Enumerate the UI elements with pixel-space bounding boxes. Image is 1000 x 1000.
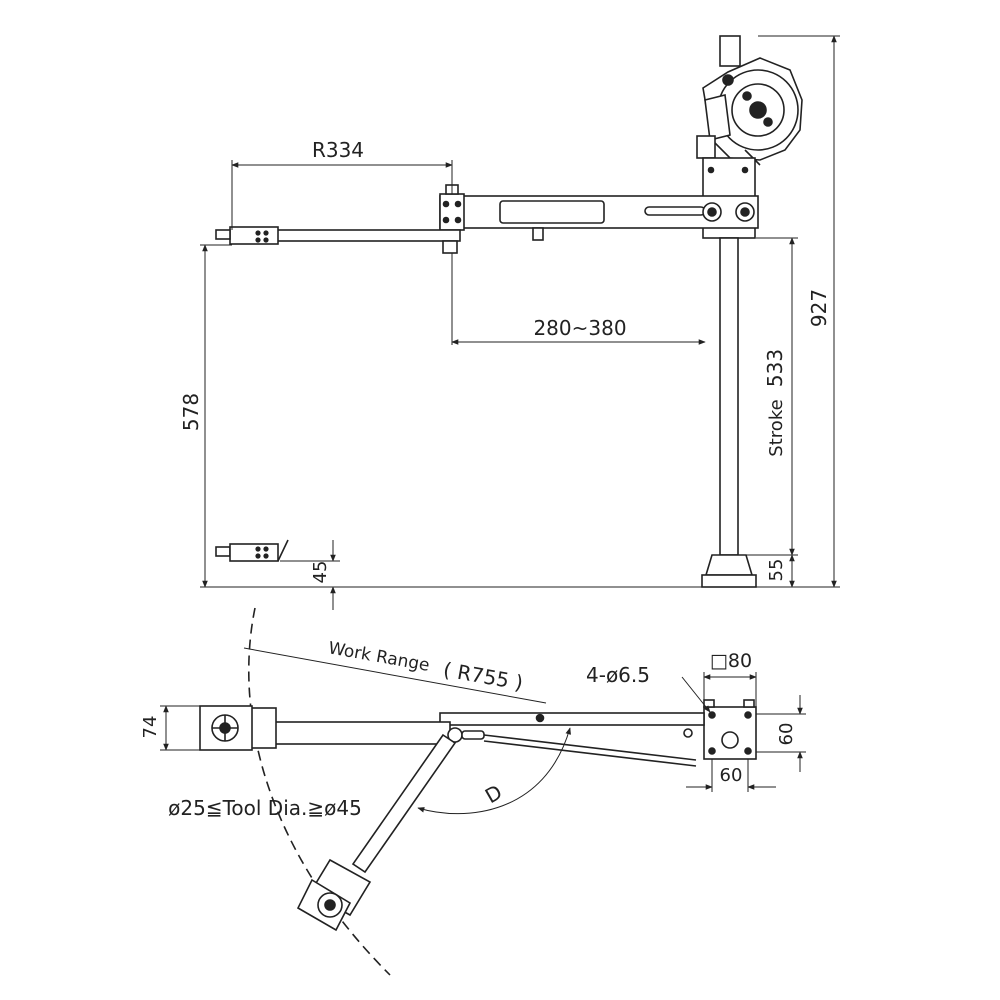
dim-stroke-label: Stroke	[766, 399, 787, 456]
base-plate	[683, 699, 757, 760]
spring-balancer	[702, 35, 803, 166]
dim-r334: R334	[312, 138, 364, 162]
dim-base-55: 55	[766, 559, 787, 582]
side-view-dimension-lines	[200, 35, 840, 610]
tool-diameter-range: ø25≦Tool Dia.≧ø45	[168, 796, 362, 820]
dim-holes: 4-ø6.5	[586, 663, 650, 687]
dim-height-578: 578	[179, 393, 203, 431]
dim-square: □80	[710, 650, 752, 672]
top-view-dimension-lines	[160, 647, 806, 792]
top-view	[199, 607, 757, 976]
dim-stroke-value: 533	[763, 349, 787, 387]
upper-arm	[439, 184, 759, 241]
dim-side-60-bottom: 60	[720, 765, 743, 786]
dim-bottom-45: 45	[310, 561, 331, 584]
side-view	[215, 35, 803, 588]
work-range-label: Work Range	[327, 638, 431, 675]
work-range-arc	[248, 607, 391, 976]
work-range-value: ( R755 )	[442, 657, 525, 695]
angle-d-arc	[417, 727, 571, 815]
angle-d-label: D	[481, 780, 506, 808]
column	[701, 237, 757, 588]
dim-width-74: 74	[140, 716, 161, 739]
arm-swung	[296, 733, 457, 932]
tool-holder-lowered	[215, 539, 289, 562]
arm-straight	[274, 712, 705, 767]
dim-side-60-right: 60	[776, 723, 797, 746]
dim-height-927: 927	[807, 289, 831, 327]
lower-arm	[215, 226, 461, 254]
tool-holder-top	[199, 705, 277, 751]
dim-reach: 280~380	[533, 316, 626, 340]
